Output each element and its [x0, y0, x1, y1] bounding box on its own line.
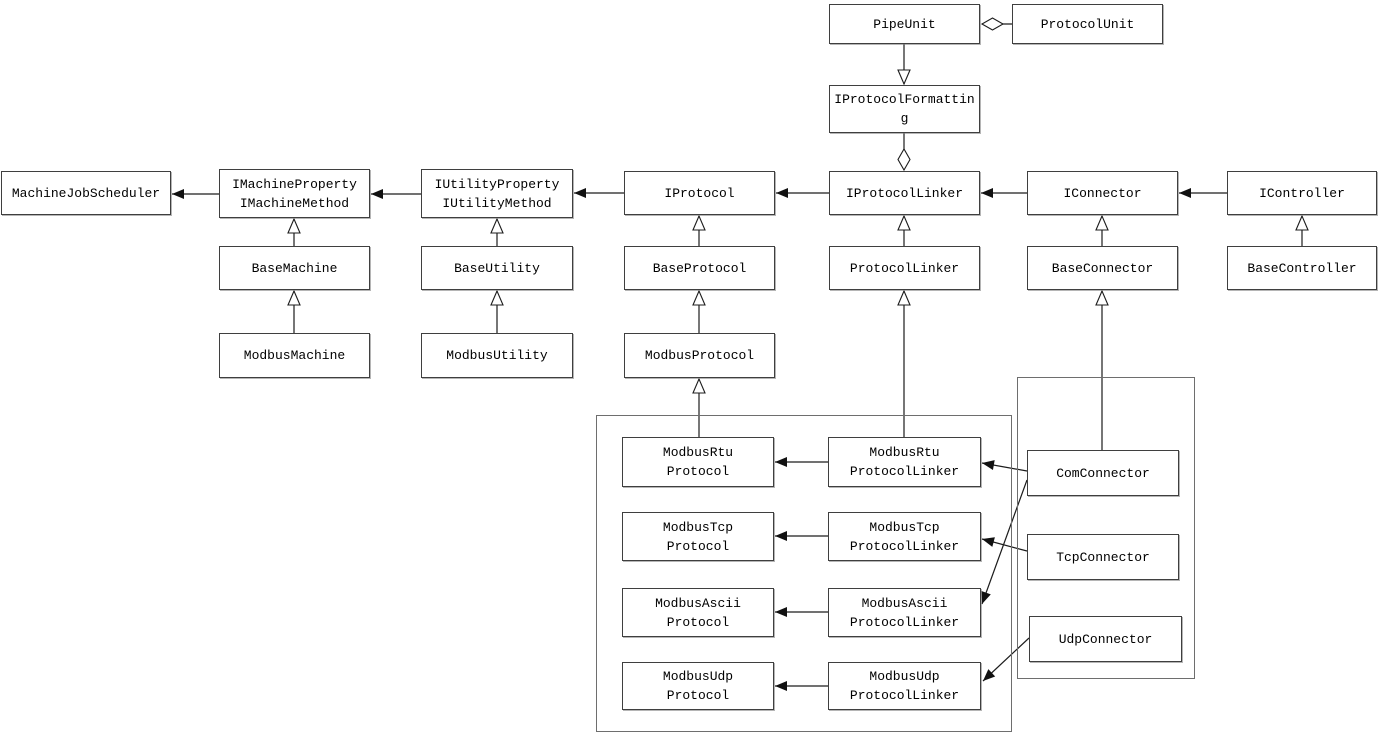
class-iutilityproperty-iutilitymethod: IUtilityProperty IUtilityMethod [421, 169, 573, 218]
class-modbustcpprotocol: ModbusTcp Protocol [622, 512, 774, 561]
class-modbusprotocol: ModbusProtocol [624, 333, 775, 378]
class-baseprotocol: BaseProtocol [624, 246, 775, 290]
class-pipeunit: PipeUnit [829, 4, 980, 44]
class-udpconnector: UdpConnector [1029, 616, 1182, 662]
class-basecontroller: BaseController [1227, 246, 1377, 290]
class-basemachine: BaseMachine [219, 246, 370, 290]
class-protocolunit: ProtocolUnit [1012, 4, 1163, 44]
class-protocollinker: ProtocolLinker [829, 246, 980, 290]
class-modbusrtuprotocol: ModbusRtu Protocol [622, 437, 774, 487]
class-icontroller: IController [1227, 171, 1377, 215]
class-iconnector: IConnector [1027, 171, 1178, 215]
class-modbusudpprotocol: ModbusUdp Protocol [622, 662, 774, 710]
class-tcpconnector: TcpConnector [1027, 534, 1179, 580]
class-modbustcpprotocollinker: ModbusTcp ProtocolLinker [828, 512, 981, 561]
class-modbusasciiprotocol: ModbusAscii Protocol [622, 588, 774, 637]
class-modbusasciiprotocollinker: ModbusAscii ProtocolLinker [828, 588, 981, 637]
class-modbusudpprotocollinker: ModbusUdp ProtocolLinker [828, 662, 981, 710]
class-modbusrtuprotocollinker: ModbusRtu ProtocolLinker [828, 437, 981, 487]
class-comconnector: ComConnector [1027, 450, 1179, 496]
class-modbusutility: ModbusUtility [421, 333, 573, 378]
class-iprotocollinker: IProtocolLinker [829, 171, 980, 215]
class-machinejobscheduler: MachineJobScheduler [1, 171, 171, 215]
class-iprotocol: IProtocol [624, 171, 775, 215]
class-modbusmachine: ModbusMachine [219, 333, 370, 378]
class-imachineproperty-imachinemethod: IMachineProperty IMachineMethod [219, 169, 370, 218]
class-iprotocolformatting: IProtocolFormatting [829, 85, 980, 133]
class-baseconnector: BaseConnector [1027, 246, 1178, 290]
class-baseutility: BaseUtility [421, 246, 573, 290]
